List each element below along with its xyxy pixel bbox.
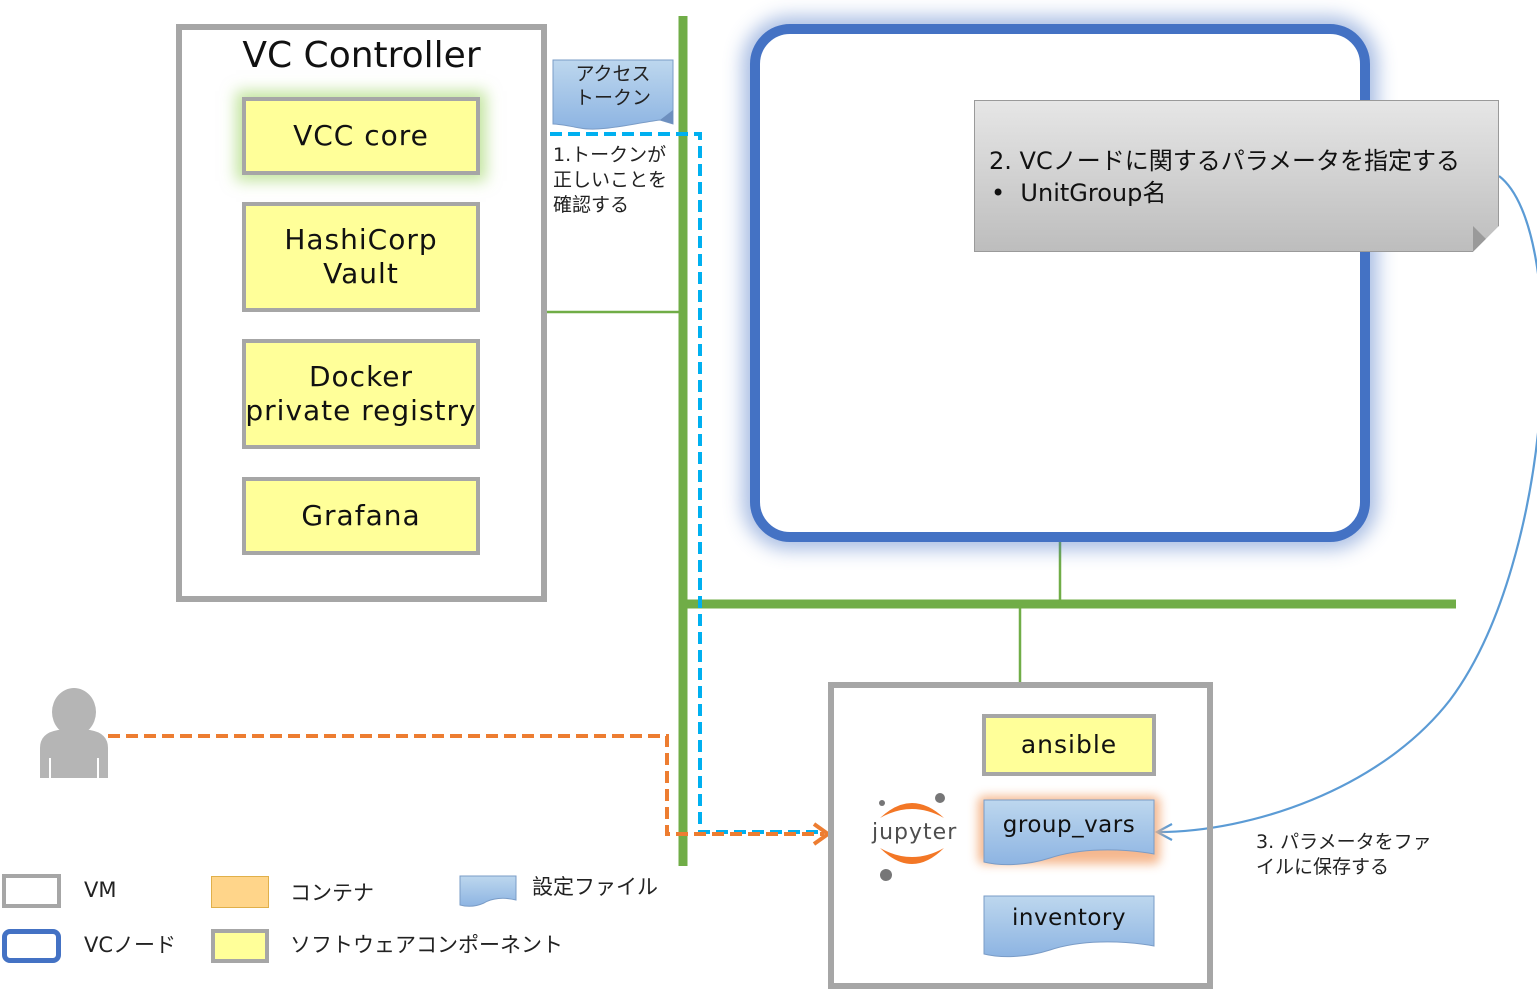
legend-container-swatch (211, 876, 269, 908)
grafana-component: Grafana (242, 477, 480, 555)
jupyter-logo-icon (879, 793, 945, 881)
docker-registry-label: Docker private registry (245, 360, 477, 427)
docker-registry-component: Docker private registry (242, 339, 480, 449)
group-vars-label: group_vars (1002, 812, 1136, 838)
legend-software-label: ソフトウェアコンポーネント (290, 933, 563, 957)
access-token-document (552, 59, 674, 130)
vc-controller-title: VC Controller (242, 35, 481, 76)
step2-bullet: UnitGroup名 (1020, 179, 1167, 207)
hashicorp-vault-component: HashiCorp Vault (242, 202, 480, 312)
access-token-fold (660, 110, 673, 124)
user-icon (40, 688, 108, 778)
legend-config-file-icon (459, 875, 517, 907)
legend-software-swatch (211, 929, 269, 963)
step1-label: 1.トークンが 正しいことを 確認する (553, 144, 668, 216)
legend-vm-label: VM (84, 878, 117, 902)
step2-note: 2. VCノードに関するパラメータを指定する • UnitGroup名 (974, 100, 1499, 252)
access-token-label: アクセス トークン (574, 63, 651, 109)
jupyter-vm (828, 682, 1213, 989)
inventory-file (983, 895, 1155, 958)
grafana-label: Grafana (301, 499, 421, 532)
ansible-component: ansible (982, 714, 1156, 776)
bullet-icon: • (991, 179, 1021, 207)
step2-bullet-line: • UnitGroup名 (989, 177, 1498, 209)
legend-vc-node-label: VCノード (84, 933, 177, 957)
legend-config-file-label: 設定ファイル (532, 875, 658, 899)
step2-title: 2. VCノードに関するパラメータを指定する (989, 147, 1460, 175)
inventory-label: inventory (1012, 905, 1126, 931)
legend-container-label: コンテナ (290, 881, 374, 905)
ansible-label: ansible (1020, 730, 1118, 759)
save-parameter-arrow (1157, 175, 1537, 834)
user-access-arrow (108, 734, 824, 836)
legend-vm-swatch (2, 874, 61, 908)
vcc-core-label: VCC core (293, 119, 429, 152)
legend-vc-node-swatch (2, 929, 61, 963)
vcc-core-component: VCC core (242, 97, 480, 175)
step3-label: 3. パラメータをファ イルに保存する (1256, 831, 1432, 878)
group-vars-file (983, 799, 1155, 866)
jupyter-logo-text: jupyter (872, 820, 958, 845)
hashicorp-vault-label: HashiCorp Vault (284, 223, 438, 290)
